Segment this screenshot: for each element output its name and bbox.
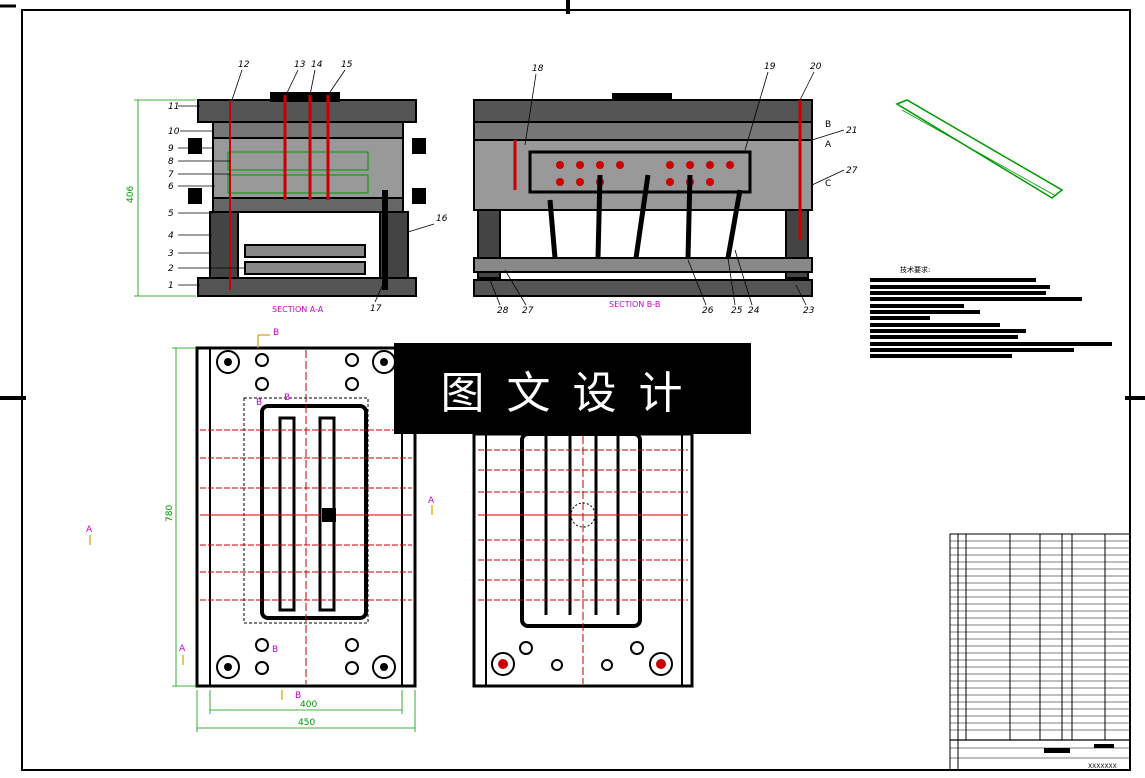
section-letter: B <box>825 120 831 130</box>
part-label: 24 <box>748 306 760 316</box>
section-b-view <box>473 93 813 297</box>
part-label: 19 <box>764 62 776 72</box>
part-labels-b: 18 19 20 21 27 28 27 26 25 24 23 <box>497 62 858 316</box>
part-label: 27 <box>522 306 534 316</box>
part-label: 4 <box>168 231 174 241</box>
part-label: 26 <box>702 306 714 316</box>
part-label: 6 <box>168 182 174 192</box>
plan-view-left <box>195 346 417 688</box>
cut-mark-b: B <box>272 645 278 655</box>
part-label: 25 <box>731 306 743 316</box>
part-label: 28 <box>497 306 509 316</box>
part-label: 20 <box>810 62 822 72</box>
cut-mark-b: B <box>256 398 262 408</box>
dimension-label: 780 <box>165 505 175 522</box>
part-label: 17 <box>370 304 382 314</box>
parts-list-rows <box>950 540 1130 759</box>
part-label: 2 <box>168 264 174 274</box>
plan-view-right <box>472 432 694 688</box>
cut-mark-b: B <box>273 328 279 338</box>
dimension-label: 400 <box>300 700 317 710</box>
part-labels-top-a: 12 13 14 15 16 17 <box>238 60 448 314</box>
part-label: 11 <box>168 102 179 112</box>
part-label: 8 <box>168 157 174 167</box>
section-b-title: SECTION B-B <box>609 300 660 309</box>
part-label: 13 <box>294 60 306 70</box>
part-label: 7 <box>168 170 174 180</box>
part-label: 1 <box>168 281 174 291</box>
plan-dimensions <box>172 347 416 732</box>
section-letter: A <box>825 140 832 150</box>
part-labels-left: 11 10 9 8 7 6 5 4 3 2 1 <box>168 102 180 291</box>
part-label: 10 <box>168 127 180 137</box>
sheet-border <box>21 9 1131 771</box>
part-label: 21 <box>846 126 857 136</box>
part-label: 9 <box>168 144 174 154</box>
parts-list <box>949 533 1131 771</box>
cut-mark-b: B <box>295 691 301 701</box>
part-label: 12 <box>238 60 250 70</box>
part-label: 18 <box>532 64 544 74</box>
part-label: 5 <box>168 209 174 219</box>
part-label: 15 <box>341 60 353 70</box>
dimension-height-a <box>134 99 196 297</box>
section-letter: C <box>825 179 831 189</box>
cut-mark-a: A <box>428 496 435 506</box>
drawing-number: XXXXXXX <box>1088 763 1117 770</box>
dimension-label: 406 <box>126 186 136 203</box>
part-label: 16 <box>436 214 448 224</box>
part-label: 14 <box>311 60 323 70</box>
tech-requirements-text <box>870 278 1112 358</box>
section-a-view <box>188 92 426 297</box>
part-isometric <box>895 99 1064 199</box>
part-label: 23 <box>803 306 815 316</box>
cut-mark-a: A <box>86 525 93 535</box>
cut-mark-a: A <box>179 644 186 654</box>
part-label: 3 <box>168 249 174 259</box>
part-label: 27 <box>846 166 858 176</box>
tech-requirements-title: 技术要求: <box>900 265 930 274</box>
cut-mark-b: B <box>284 393 290 403</box>
dimension-label: 450 <box>298 718 315 728</box>
watermark-banner: 图文设计 <box>394 343 751 434</box>
section-a-title: SECTION A-A <box>272 305 324 314</box>
